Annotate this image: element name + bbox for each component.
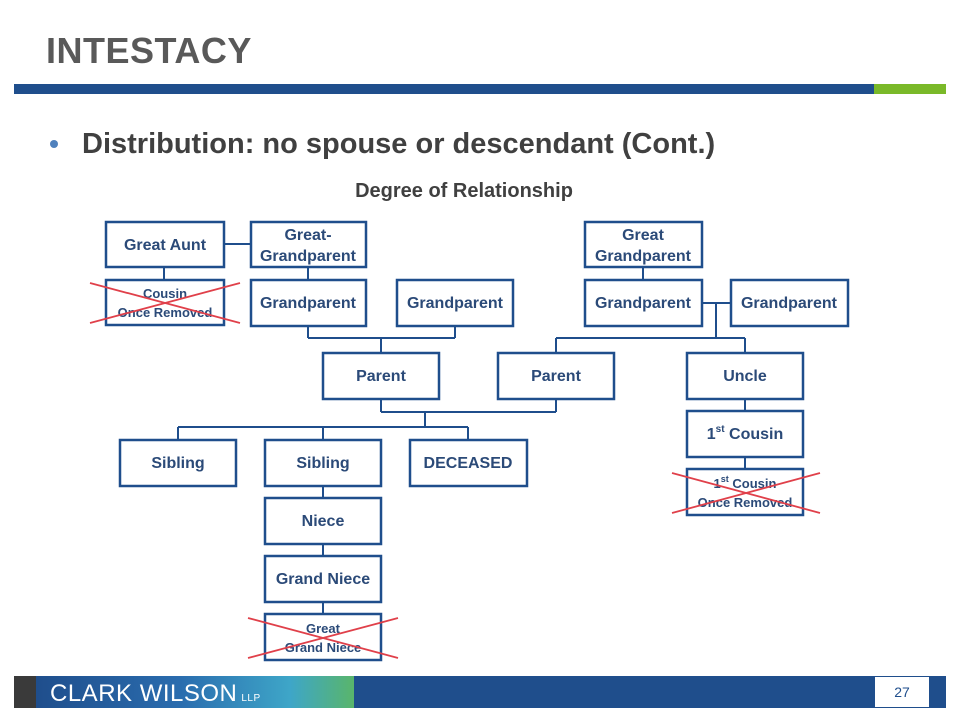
svg-text:Grandparent: Grandparent <box>741 295 838 312</box>
node-grandparent-3: Grandparent <box>583 278 704 328</box>
cross-mark <box>671 472 821 514</box>
slide-title: INTESTACY <box>46 30 252 71</box>
node-great-grandparent-right: Great Grandparent <box>583 220 704 269</box>
node-grandparent-2: Grandparent <box>395 278 515 328</box>
footer-accent <box>14 676 36 708</box>
svg-text:Great-: Great- <box>284 227 331 244</box>
svg-text:Grandparent: Grandparent <box>595 295 692 312</box>
node-grandparent-4: Grandparent <box>729 278 850 328</box>
connector-lines <box>163 243 746 614</box>
node-cousin-once-removed: Cousin Once Removed <box>89 278 241 327</box>
logo-band <box>36 676 354 708</box>
bullet-text: Distribution: no spouse or descendant (C… <box>82 128 716 160</box>
svg-text:Grandparent: Grandparent <box>595 248 692 265</box>
node-great-aunt: Great Aunt <box>104 220 226 269</box>
cross-mark <box>89 282 241 324</box>
node-grand-niece: Grand Niece <box>263 554 383 604</box>
node-first-cousin: 1st Cousin <box>685 409 805 459</box>
svg-text:Great: Great <box>622 227 664 244</box>
svg-text:Sibling: Sibling <box>151 455 204 472</box>
svg-text:Grandparent: Grandparent <box>407 295 504 312</box>
cross-mark <box>247 617 399 659</box>
svg-text:Niece: Niece <box>302 513 345 530</box>
node-deceased: DECEASED <box>408 438 529 488</box>
node-niece: Niece <box>263 496 383 546</box>
svg-text:1st Cousin: 1st Cousin <box>707 424 783 443</box>
node-sibling-2: Sibling <box>263 438 383 488</box>
svg-text:Great Aunt: Great Aunt <box>124 237 207 254</box>
page-number: 27 <box>874 676 930 708</box>
node-sibling-1: Sibling <box>118 438 238 488</box>
node-grandparent-1: Grandparent <box>249 278 368 328</box>
svg-text:Grand Niece: Grand Niece <box>285 640 362 655</box>
node-first-cousin-once-removed: 1st Cousin Once Removed <box>671 467 821 517</box>
node-great-grandparent-left: Great- Grandparent <box>249 220 368 269</box>
node-parent-2: Parent <box>496 351 616 401</box>
svg-text:Uncle: Uncle <box>723 368 767 385</box>
svg-text:Sibling: Sibling <box>296 455 349 472</box>
svg-text:Cousin: Cousin <box>143 286 187 301</box>
svg-text:DECEASED: DECEASED <box>424 455 513 472</box>
svg-text:Great: Great <box>306 621 341 636</box>
svg-text:Grand Niece: Grand Niece <box>276 571 370 588</box>
svg-text:Grandparent: Grandparent <box>260 295 357 312</box>
svg-text:Parent: Parent <box>531 368 581 385</box>
bullet-icon <box>50 140 58 148</box>
title-rule-green <box>874 84 946 94</box>
title-rule-blue <box>14 84 874 94</box>
diagram-subtitle: Degree of Relationship <box>355 180 573 202</box>
node-uncle: Uncle <box>685 351 805 401</box>
svg-text:Parent: Parent <box>356 368 406 385</box>
svg-text:Grandparent: Grandparent <box>260 248 357 265</box>
node-great-grand-niece: Great Grand Niece <box>247 612 399 662</box>
node-parent-1: Parent <box>321 351 441 401</box>
